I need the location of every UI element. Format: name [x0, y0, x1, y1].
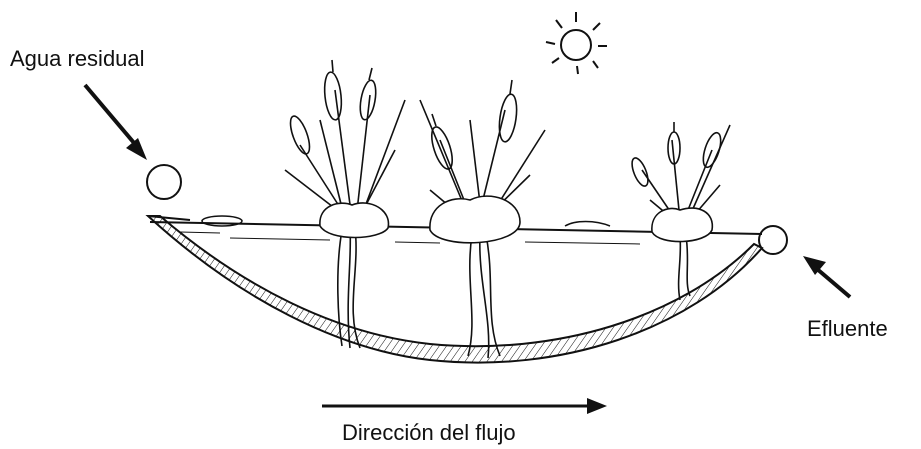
outlet-pipe-icon: [759, 226, 787, 254]
flow-direction-arrow: [322, 398, 607, 414]
outlet-label: Efluente: [807, 318, 888, 340]
inlet-arrow: [85, 85, 147, 160]
outlet-arrow: [803, 256, 850, 297]
flow-direction-label: Dirección del flujo: [342, 422, 516, 444]
cattail-plant-icon: [629, 122, 730, 300]
inlet-pipe-icon: [147, 165, 181, 199]
cattail-plant-icon: [285, 60, 405, 348]
cattail-plant-icon: [420, 80, 545, 358]
sun-icon: [546, 12, 607, 74]
floating-debris: [565, 222, 610, 227]
inlet-label: Agua residual: [10, 48, 145, 70]
